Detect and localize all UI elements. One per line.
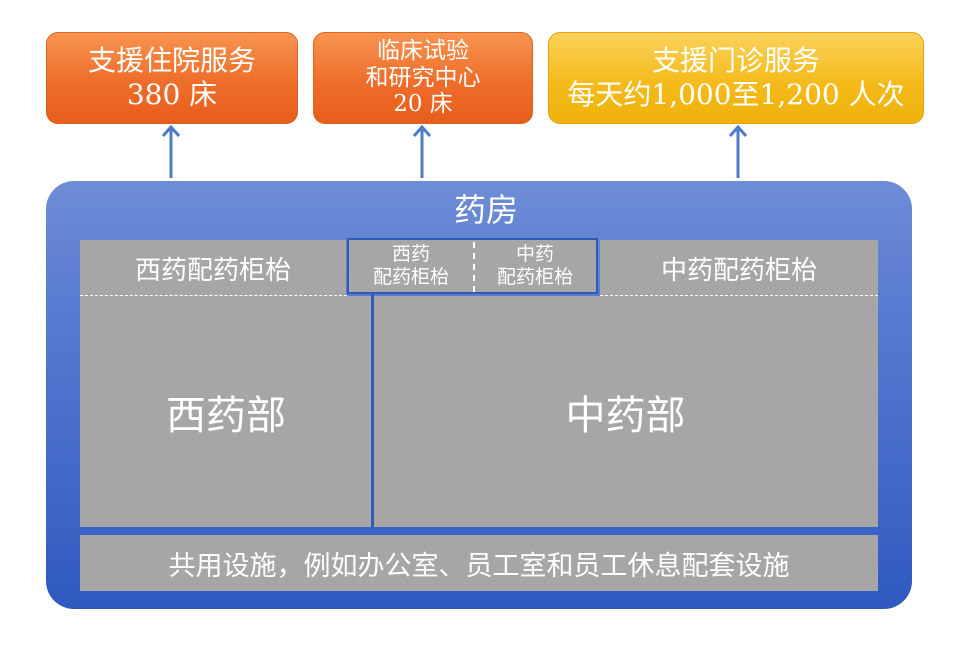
- clinical-research-box: 临床试验 和研究中心 20 床: [313, 32, 533, 124]
- arrow-up-icon: [728, 124, 748, 178]
- inpatient-beds-label: 380 床: [126, 78, 218, 111]
- clinical-research-line2: 和研究中心: [365, 64, 481, 91]
- shared-facilities: 共用设施，例如办公室、员工室和员工休息配套设施: [80, 535, 878, 591]
- central-chinese-counter-line1: 中药: [515, 243, 554, 266]
- arrow-up-icon: [412, 124, 432, 178]
- arrow-up-icon: [161, 124, 181, 178]
- central-western-counter-line1: 西药: [391, 243, 430, 266]
- central-dispensing-counters: 西药 配药柜枱 中药 配药柜枱: [347, 238, 598, 294]
- chinese-medicine-dept: 中药部: [373, 296, 878, 527]
- dashed-divider: [80, 295, 347, 296]
- department-divider: [371, 294, 374, 527]
- pharmacy-title: 药房: [453, 191, 518, 229]
- outpatient-volume-label: 每天约1,000至1,200 人次: [567, 78, 905, 111]
- chinese-dispensing-counter: 中药配药柜枱: [600, 240, 878, 296]
- central-western-counter: 西药 配药柜枱: [349, 240, 473, 292]
- inpatient-support-label: 支援住院服务: [87, 44, 256, 78]
- western-dispensing-counter: 西药配药柜枱: [80, 240, 346, 296]
- inpatient-support-box: 支援住院服务 380 床: [46, 32, 298, 124]
- counter-divider: [473, 242, 475, 292]
- clinical-research-line1: 临床试验: [377, 38, 469, 65]
- central-chinese-counter-line2: 配药柜枱: [496, 266, 573, 288]
- dashed-divider: [600, 295, 878, 296]
- outpatient-support-label: 支援门诊服务: [651, 44, 820, 78]
- central-western-counter-line2: 配药柜枱: [372, 266, 449, 288]
- clinical-research-beds: 20 床: [393, 91, 453, 118]
- central-chinese-counter: 中药 配药柜枱: [473, 240, 597, 292]
- western-medicine-dept: 西药部: [80, 296, 372, 527]
- outpatient-support-box: 支援门诊服务 每天约1,000至1,200 人次: [548, 32, 924, 124]
